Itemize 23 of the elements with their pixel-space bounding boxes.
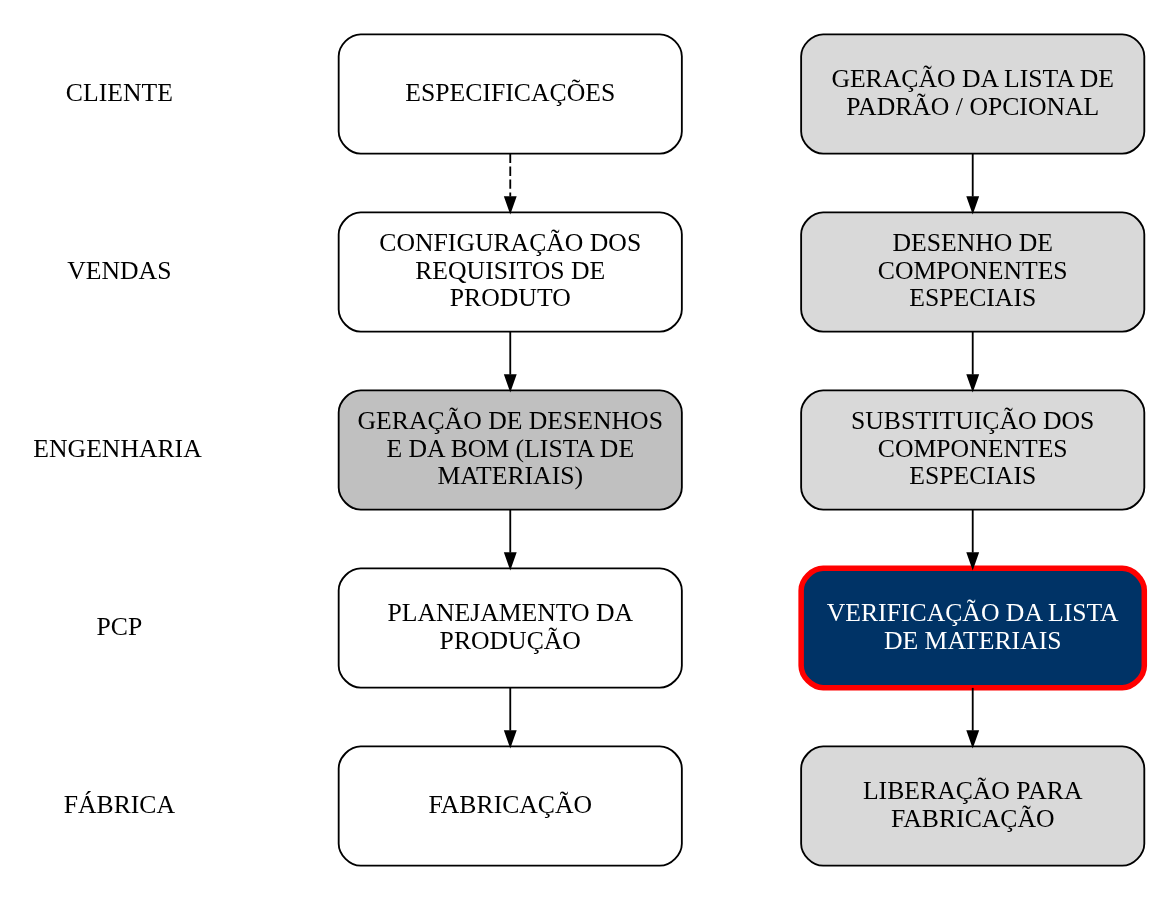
node-box: GERAÇÃO DE DESENHOS E DA BOM (LISTA DE MATERIAIS) (337, 389, 683, 511)
label: PCP (96, 611, 143, 641)
label: VENDAS (67, 255, 172, 285)
arrow (966, 330, 980, 393)
label: ENGENHARIA (33, 433, 202, 463)
node-box: CONFIGURAÇÃO DOS REQUISITOS DE PRODUTO (337, 211, 683, 333)
node-box: VERIFICAÇÃO DA LISTA DE MATERIAIS (798, 565, 1148, 691)
label: CLIENTE (65, 77, 173, 107)
node-box: LIBERAÇÃO PARA FABRICAÇÃO (800, 745, 1146, 867)
arrow (503, 508, 517, 571)
arrow (966, 508, 980, 571)
node-box: GERAÇÃO DA LISTA DE PADRÃO / OPCIONAL (800, 33, 1146, 155)
node-box: ESPECIFICAÇÕES (337, 33, 683, 155)
node-box: SUBSTITUIÇÃO DOS COMPONENTES ESPECIAIS (800, 389, 1146, 511)
arrow (503, 152, 517, 215)
node-box: FABRICAÇÃO (337, 745, 683, 867)
arrow (966, 686, 980, 749)
arrow (503, 330, 517, 393)
arrow (503, 686, 517, 749)
label: FÁBRICA (63, 789, 176, 819)
node-box: DESENHO DE COMPONENTES ESPECIAIS (800, 211, 1146, 333)
arrow (966, 152, 980, 215)
node-box: PLANEJAMENTO DA PRODUÇÃO (337, 567, 683, 689)
